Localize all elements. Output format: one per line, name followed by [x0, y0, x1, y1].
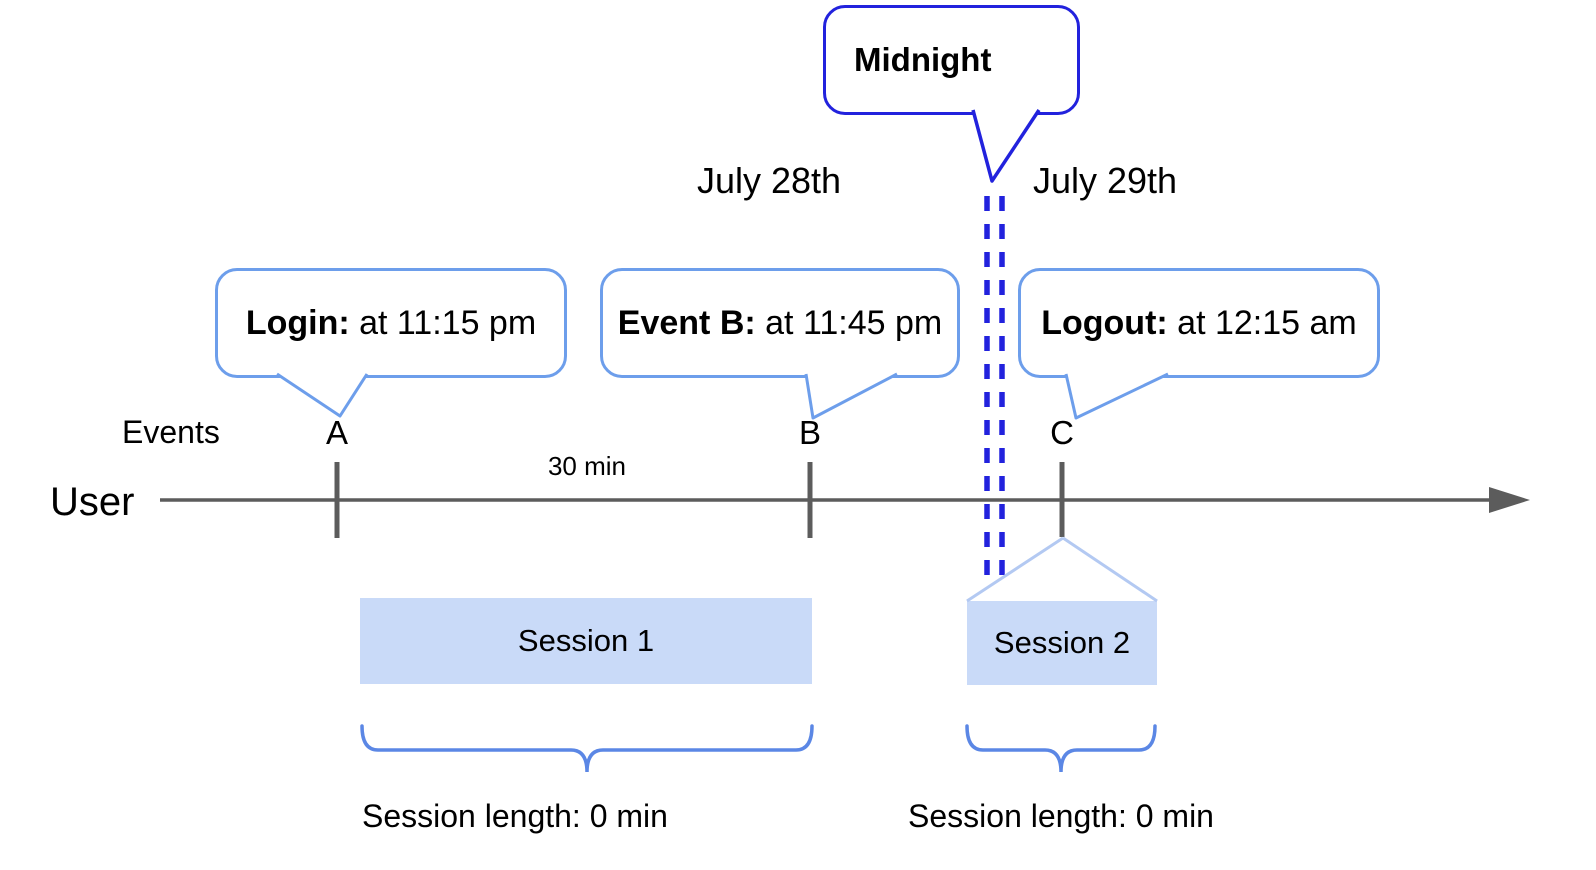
session-1-length-label: Session length: 0 min [362, 798, 668, 834]
event-b-callout-bold: Event B: [617, 303, 756, 342]
login-callout-bold: Login: [245, 303, 350, 342]
login-callout-tail [276, 372, 369, 418]
timeline-arrowhead-icon [1489, 487, 1530, 513]
funnel-line-left [966, 536, 1064, 603]
midnight-callout: Midnight [823, 5, 1080, 115]
funnel-line-right [1062, 536, 1158, 603]
user-axis-label: User [50, 480, 135, 524]
logout-callout: Logout: at 12:15 am [1018, 268, 1380, 378]
date-label-july-28: July 28th [696, 160, 842, 201]
tick-label-b: B [798, 414, 822, 451]
date-label-july-29: July 29th [1032, 160, 1178, 201]
session-2-length-label: Session length: 0 min [908, 798, 1214, 834]
login-callout-label: Login: at 11:15 pm [246, 304, 536, 343]
session-1-box: Session 1 [360, 598, 812, 684]
session-1-brace [360, 724, 814, 773]
event-b-callout: Event B: at 11:45 pm [600, 268, 960, 378]
event-b-callout-tail [804, 372, 898, 420]
logout-callout-label: Logout: at 12:15 am [1041, 304, 1357, 343]
midnight-callout-label: Midnight [854, 41, 992, 78]
login-callout: Login: at 11:15 pm [215, 268, 567, 378]
logout-callout-tail [1064, 372, 1169, 420]
midnight-callout-tail [971, 109, 1041, 183]
interval-label-30min: 30 min [547, 451, 627, 481]
events-row-label: Events [122, 414, 220, 450]
session-2-brace [965, 724, 1157, 773]
tick-label-a: A [325, 414, 349, 451]
tick-label-c: C [1050, 414, 1074, 451]
session-1-label: Session 1 [517, 623, 655, 658]
session-2-label: Session 2 [993, 625, 1131, 660]
logout-callout-bold: Logout: [1041, 303, 1168, 342]
logout-callout-time: at 12:15 am [1167, 303, 1357, 342]
event-b-callout-time: at 11:45 pm [755, 303, 943, 342]
event-b-callout-label: Event B: at 11:45 pm [618, 304, 942, 343]
session-2-box: Session 2 [967, 601, 1157, 685]
login-callout-time: at 11:15 pm [349, 303, 537, 342]
